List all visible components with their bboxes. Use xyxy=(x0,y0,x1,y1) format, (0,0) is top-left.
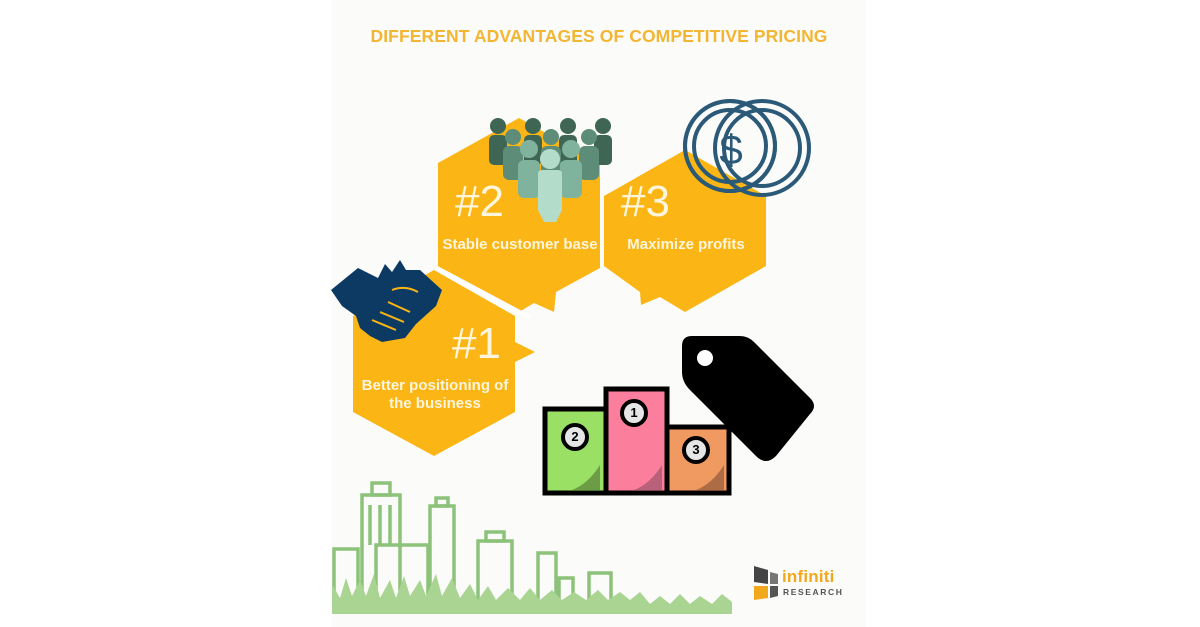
price-tag-icon xyxy=(682,336,814,461)
infiniti-research-logo: infiniti RESEARCH xyxy=(752,563,852,603)
advantage-1-number: #1 xyxy=(452,319,501,368)
advantage-3-number: #3 xyxy=(621,177,670,226)
advantage-2-label: Stable customer base xyxy=(442,236,598,253)
infiniti-logo-mark xyxy=(754,566,778,600)
podium-icon xyxy=(542,386,732,496)
logo-wordmark: infiniti xyxy=(782,567,835,586)
podium-shading xyxy=(572,465,724,490)
podium-place-badges xyxy=(561,399,710,464)
logo-subtitle: RESEARCH xyxy=(783,587,844,597)
city-skyline-illustration xyxy=(332,481,613,611)
advantage-3-label: Maximize profits xyxy=(627,236,745,253)
dollar-coins-icon xyxy=(683,99,811,197)
handshake-icon xyxy=(331,260,442,342)
podium-place-second: 2 xyxy=(571,429,579,444)
dollar-sign-icon: $ xyxy=(719,126,742,173)
infographic-title: DIFFERENT ADVANTAGES OF COMPETITIVE PRIC… xyxy=(370,26,828,46)
advantage-1-label: Better positioning of the business xyxy=(361,377,509,412)
people-group-icon xyxy=(489,118,612,222)
podium-place-first: 1 xyxy=(630,405,638,420)
podium-place-third: 3 xyxy=(692,442,700,457)
advantage-2-number: #2 xyxy=(455,177,504,226)
grass-strip xyxy=(332,574,732,614)
